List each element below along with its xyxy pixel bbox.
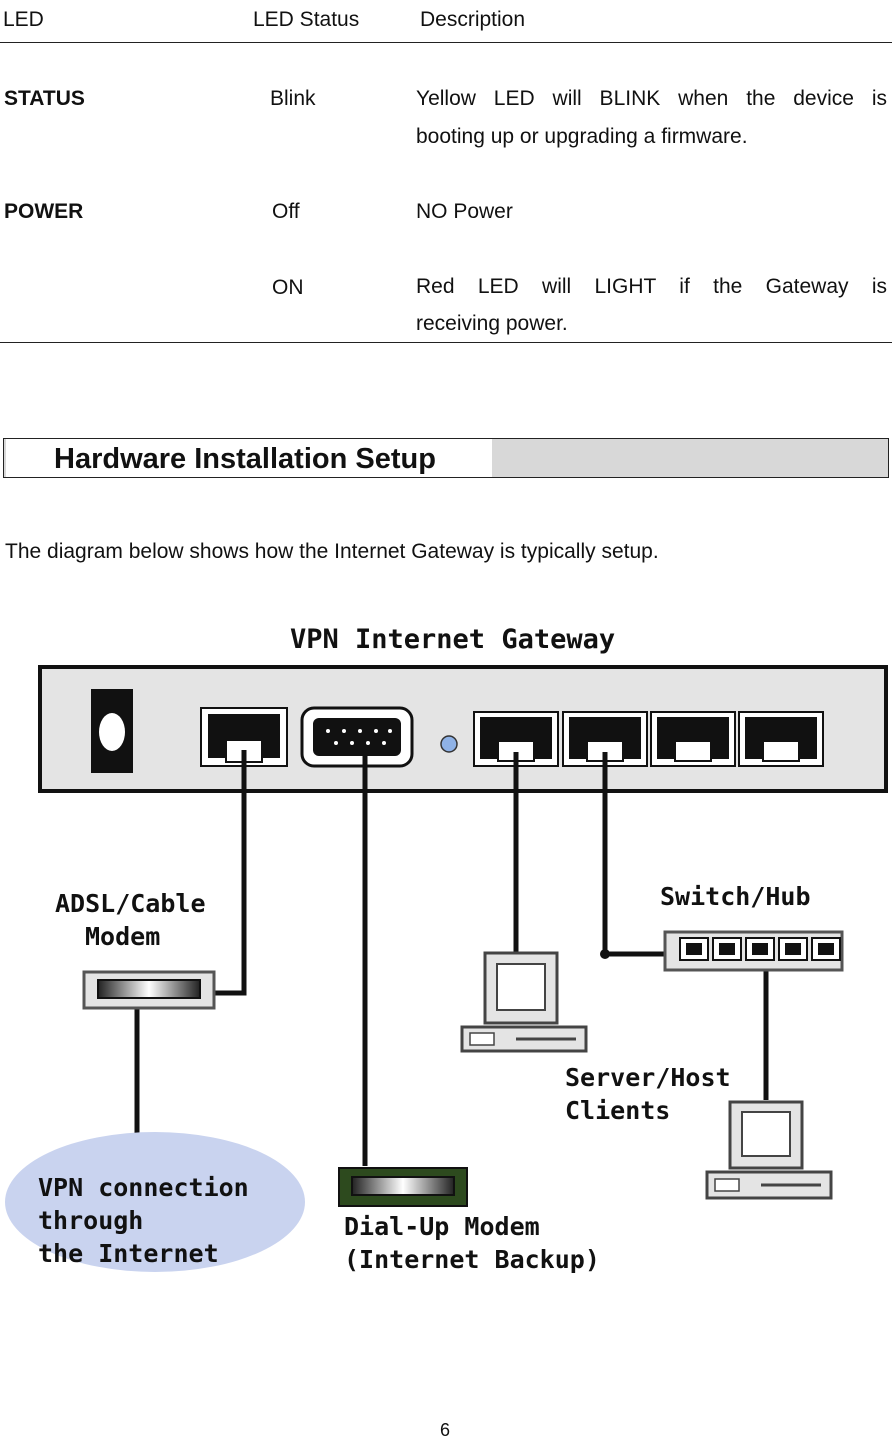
- vpn-cloud-shape: [5, 1132, 305, 1272]
- switch-label: Switch/Hub: [660, 882, 811, 911]
- adsl-label-line1: ADSL/Cable: [55, 889, 206, 918]
- power-switch-knob-icon: [99, 713, 125, 751]
- page-number: 6: [440, 1420, 451, 1440]
- adsl-modem-icon: [82, 970, 216, 1010]
- dialup-label-line2: (Internet Backup): [344, 1245, 600, 1274]
- vpn-label-line3: the Internet: [38, 1239, 219, 1268]
- setup-diagram: VPN Internet Gateway: [5, 624, 888, 1274]
- section-heading-bar: Hardware Installation Setup: [3, 438, 889, 478]
- switch-hub-icon: [663, 930, 844, 972]
- server-label-line1: Server/Host: [565, 1063, 731, 1092]
- dialup-modem-icon: [338, 1167, 468, 1207]
- lan-port-3-icon: [650, 711, 736, 767]
- led-dot-icon: [440, 735, 458, 753]
- led-description-on-line1: Red LED will LIGHT if the Gateway is: [416, 275, 887, 298]
- led-description-status-line2: booting up or upgrading a firmware.: [416, 125, 748, 148]
- led-name-power: POWER: [4, 200, 84, 223]
- cable-wan-to-adsl: [214, 750, 247, 996]
- dialup-label-line1: Dial-Up Modem: [344, 1212, 540, 1241]
- diagram-title: VPN Internet Gateway: [290, 624, 615, 655]
- client-computer-icon: [705, 1100, 833, 1200]
- server-computer-icon: [460, 951, 588, 1053]
- adsl-label-line2: Modem: [85, 922, 160, 951]
- led-status-off: Off: [272, 200, 300, 223]
- intro-text: The diagram below shows how the Internet…: [5, 540, 659, 563]
- vpn-label-line1: VPN connection: [38, 1173, 249, 1202]
- led-description-status-line1: Yellow LED will BLINK when the device is: [416, 87, 887, 110]
- led-description-on-line2: receiving power.: [416, 312, 568, 335]
- table-header-description: Description: [420, 8, 526, 31]
- table-bottom-rule: [0, 342, 892, 343]
- led-name-status: STATUS: [4, 87, 85, 110]
- lan-port-1-icon: [473, 711, 559, 767]
- server-label-line2: Clients: [565, 1096, 670, 1125]
- lan-port-4-icon: [738, 711, 824, 767]
- gateway-device: [38, 665, 888, 793]
- led-description-off: NO Power: [416, 200, 513, 223]
- cable-junction-dot: [600, 949, 610, 959]
- vpn-label-line2: through: [38, 1206, 143, 1235]
- table-header-led-status: LED Status: [253, 8, 360, 31]
- section-title: Hardware Installation Setup: [6, 439, 492, 477]
- led-status-on: ON: [272, 276, 304, 299]
- table-header-led: LED: [3, 8, 44, 31]
- table-header-rule: [0, 42, 892, 43]
- led-status-blink: Blink: [270, 87, 316, 110]
- serial-port-icon: [300, 706, 414, 768]
